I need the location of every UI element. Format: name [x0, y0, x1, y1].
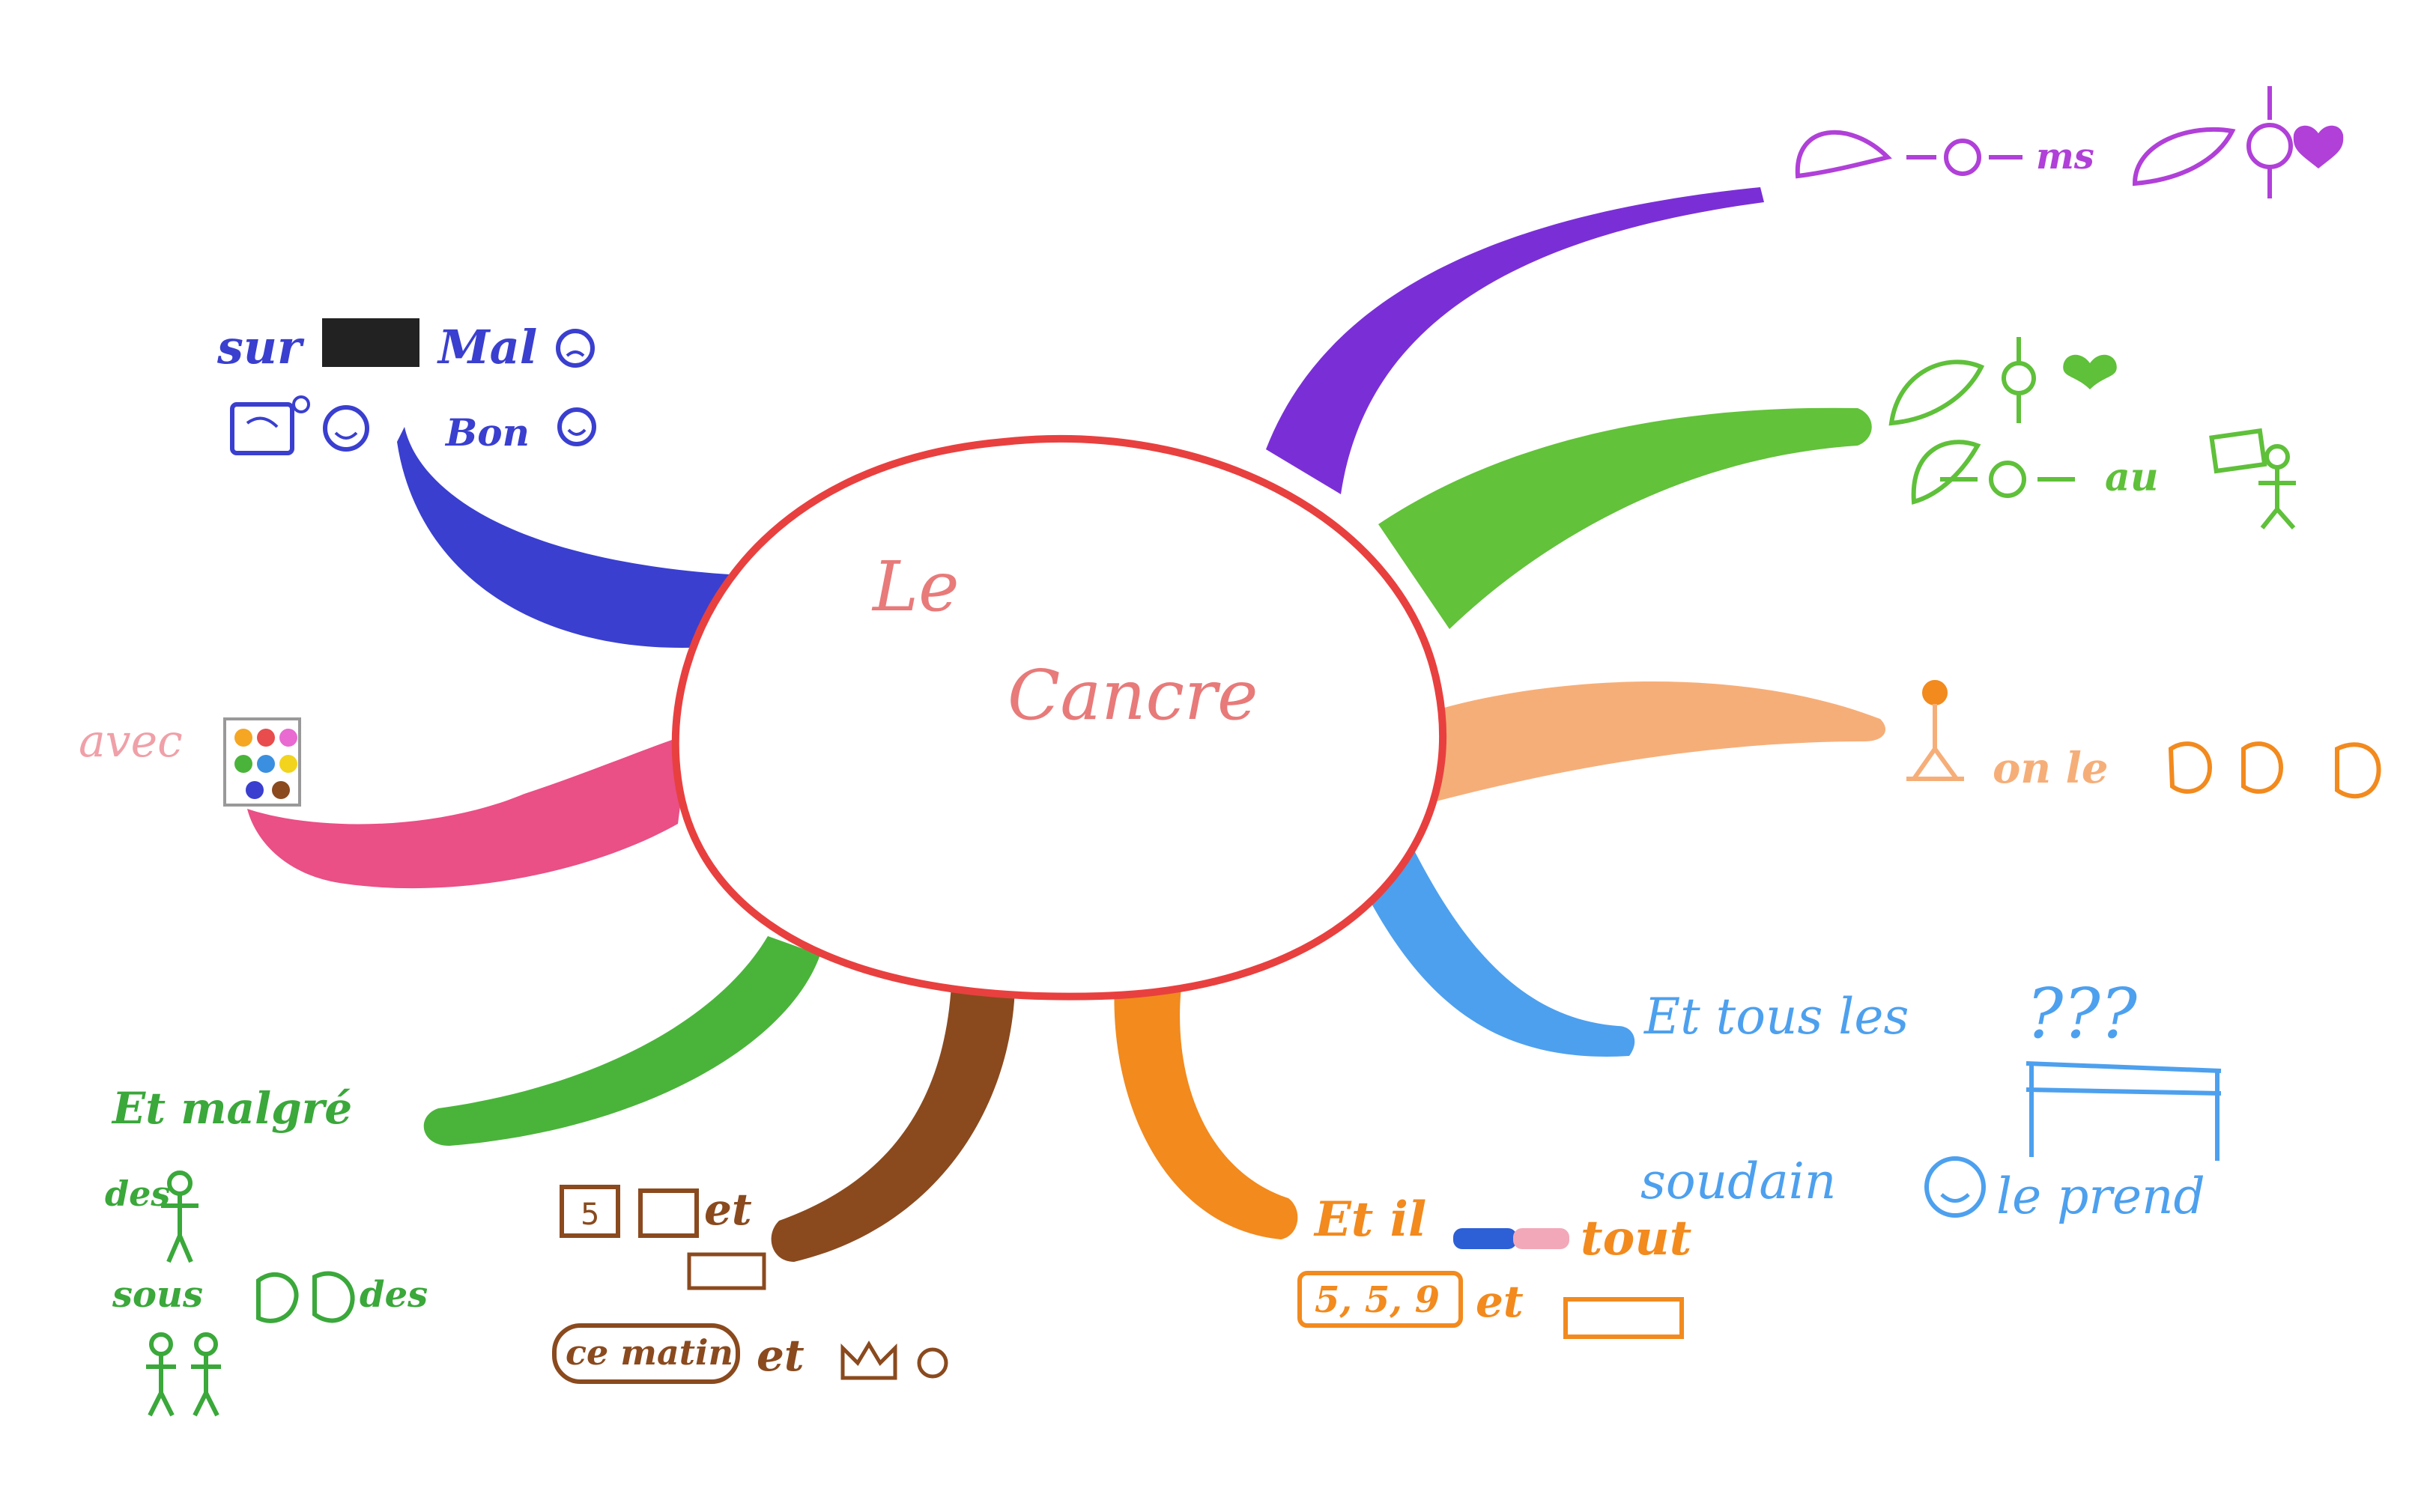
branch-blue: [397, 427, 775, 649]
board-person-green-icon: [2209, 428, 2296, 529]
person-icon: [1906, 680, 1964, 781]
slate-orange-icon: [1563, 1297, 1684, 1339]
mal-label: Mal: [437, 320, 537, 374]
soudain-label: soudain: [1640, 1153, 1836, 1210]
branch-orange: [1114, 970, 1298, 1239]
numbers-label: 5, 5, 9: [1315, 1279, 1440, 1321]
avec-label: avec: [79, 715, 183, 768]
branch-green-right: [1378, 407, 1872, 629]
et-label-brown-1: et: [704, 1184, 752, 1235]
speech-bubble-green-icon: [1888, 359, 1985, 426]
center-title-line2: Cancre: [1008, 655, 1258, 735]
ce-matin-box: [552, 1323, 740, 1384]
et-label-brown-2: et: [757, 1330, 805, 1381]
face-icon-2: [312, 1271, 355, 1323]
bon-label: Bon: [444, 410, 530, 455]
et-label-orange: et: [1476, 1276, 1524, 1327]
et-tous-les-label: Et tous les: [1643, 988, 1909, 1045]
ce-matin-label: ce matin: [566, 1332, 733, 1373]
numbers-box: [1297, 1271, 1463, 1328]
paint-palette-icon: [223, 717, 301, 807]
question-marks: ???: [2026, 974, 2138, 1054]
drawing-icon: [230, 395, 310, 455]
face-arrows-purple-icon: [2246, 86, 2293, 198]
tout-label: tout: [1581, 1210, 1691, 1266]
sun-icon: [917, 1347, 948, 1379]
face-arrows-green-icon: [2002, 337, 2036, 423]
branch-light-blue: [1363, 839, 1635, 1057]
branch-dark-green: [423, 936, 820, 1146]
stick-figure-icon: [161, 1171, 199, 1263]
des-label-2: des: [360, 1274, 428, 1316]
speech-bubble-green-2-icon: [1911, 440, 1981, 505]
blackboard-icon: [322, 318, 419, 367]
eraser-icon: [1453, 1228, 1569, 1249]
et-il-label: Et il: [1313, 1191, 1426, 1248]
ms-label: ms: [2036, 136, 2094, 177]
crown-icon: [840, 1341, 897, 1380]
branch-pink: [247, 734, 689, 889]
heart-green-icon: [2063, 354, 2117, 389]
center-circle: [671, 435, 1447, 1001]
au-label: au: [2105, 455, 2159, 500]
happy-face-small-icon: [557, 407, 596, 446]
heart-purple-icon: [2293, 125, 2344, 168]
branch-brown: [771, 985, 1015, 1262]
arrow-face-purple-icon: [1906, 139, 2023, 176]
arrow-face-green-icon: [1940, 461, 2075, 498]
svg-text:5: 5: [581, 1197, 599, 1232]
center-title-line1: Le: [871, 547, 960, 627]
face-icons-orange: [2168, 741, 2381, 799]
sous-label: sous: [112, 1274, 203, 1316]
desk-icon: [2025, 1061, 2222, 1161]
branch-peach: [1408, 681, 1886, 809]
slate-icon: [687, 1252, 766, 1290]
speech-bubble-purple-2-icon: [2132, 127, 2236, 186]
sur-label: sur: [216, 320, 305, 374]
notebook-icon: [638, 1188, 699, 1238]
speech-bubble-purple-icon: [1795, 130, 1892, 179]
happy-face-blue-icon: [1924, 1156, 1986, 1218]
malgre-label: Et malgré: [111, 1083, 352, 1134]
branch-purple: [1266, 187, 1764, 494]
on-le-label: on le: [1993, 744, 2108, 793]
two-people-icon: [146, 1332, 221, 1417]
happy-face-icon: [323, 405, 369, 452]
number-box-icon: 5: [560, 1185, 620, 1238]
des-label: des: [105, 1174, 170, 1214]
le-prend-label: le prend: [1996, 1168, 2205, 1225]
sad-face-icon: [556, 329, 595, 368]
face-icon-1: [256, 1272, 299, 1323]
